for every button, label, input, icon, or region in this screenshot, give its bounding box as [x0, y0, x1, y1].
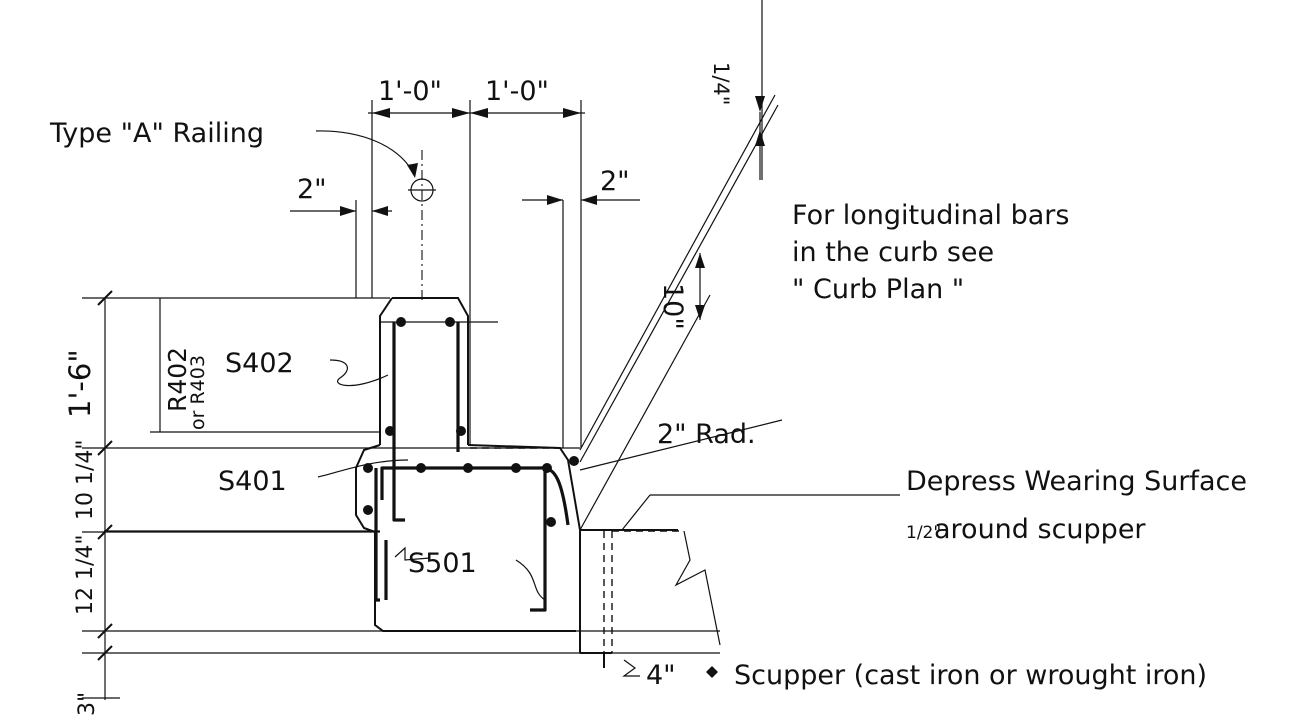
railing-symbol	[315, 130, 436, 300]
dim-2in-left: 2"	[297, 174, 327, 205]
dim-vert-10-quarter: 10 1/4"	[73, 439, 98, 520]
railing-label: Type "A" Railing	[49, 118, 264, 149]
bar-s402: S402	[225, 348, 294, 379]
bar-r402-line2: or R403	[187, 355, 209, 430]
dim-top-right: 1'-0"	[485, 76, 549, 107]
bar-r402-line1: R402	[163, 347, 192, 412]
dim-vert-1-6: 1'-6"	[63, 349, 97, 418]
leader-lines	[317, 359, 640, 677]
slope-lines	[579, 94, 900, 531]
depress-line1: Depress Wearing Surface	[906, 466, 1247, 497]
dimension-lines	[82, 0, 763, 700]
dim-quarter: 1/4"	[709, 62, 733, 105]
reinforcing-bars	[363, 317, 579, 612]
note-line1: For longitudinal bars	[792, 200, 1069, 231]
bar-s501: S501	[408, 548, 477, 579]
depress-half: 1/2"	[906, 523, 941, 543]
dim-slope-10: 10"	[657, 283, 688, 330]
dim-3in: 3"	[75, 692, 100, 716]
scupper-label: Scupper (cast iron or wrought iron)	[734, 660, 1207, 691]
depress-line2: around scupper	[934, 514, 1146, 545]
scupper	[579, 530, 721, 668]
note-line2: in the curb see	[792, 237, 994, 268]
curb-outline	[104, 297, 678, 632]
dim-vert-12-quarter: 12 1/4"	[73, 534, 98, 615]
dim-2in-right: 2"	[600, 166, 630, 197]
bar-s401: S401	[218, 466, 287, 497]
note-line3: " Curb Plan "	[792, 274, 964, 305]
radius-label: 2" Rad.	[657, 419, 756, 450]
dim-4in: 4"	[646, 660, 676, 691]
scupper-pointer-icon	[706, 666, 718, 678]
dim-top-left: 1'-0"	[378, 76, 442, 107]
